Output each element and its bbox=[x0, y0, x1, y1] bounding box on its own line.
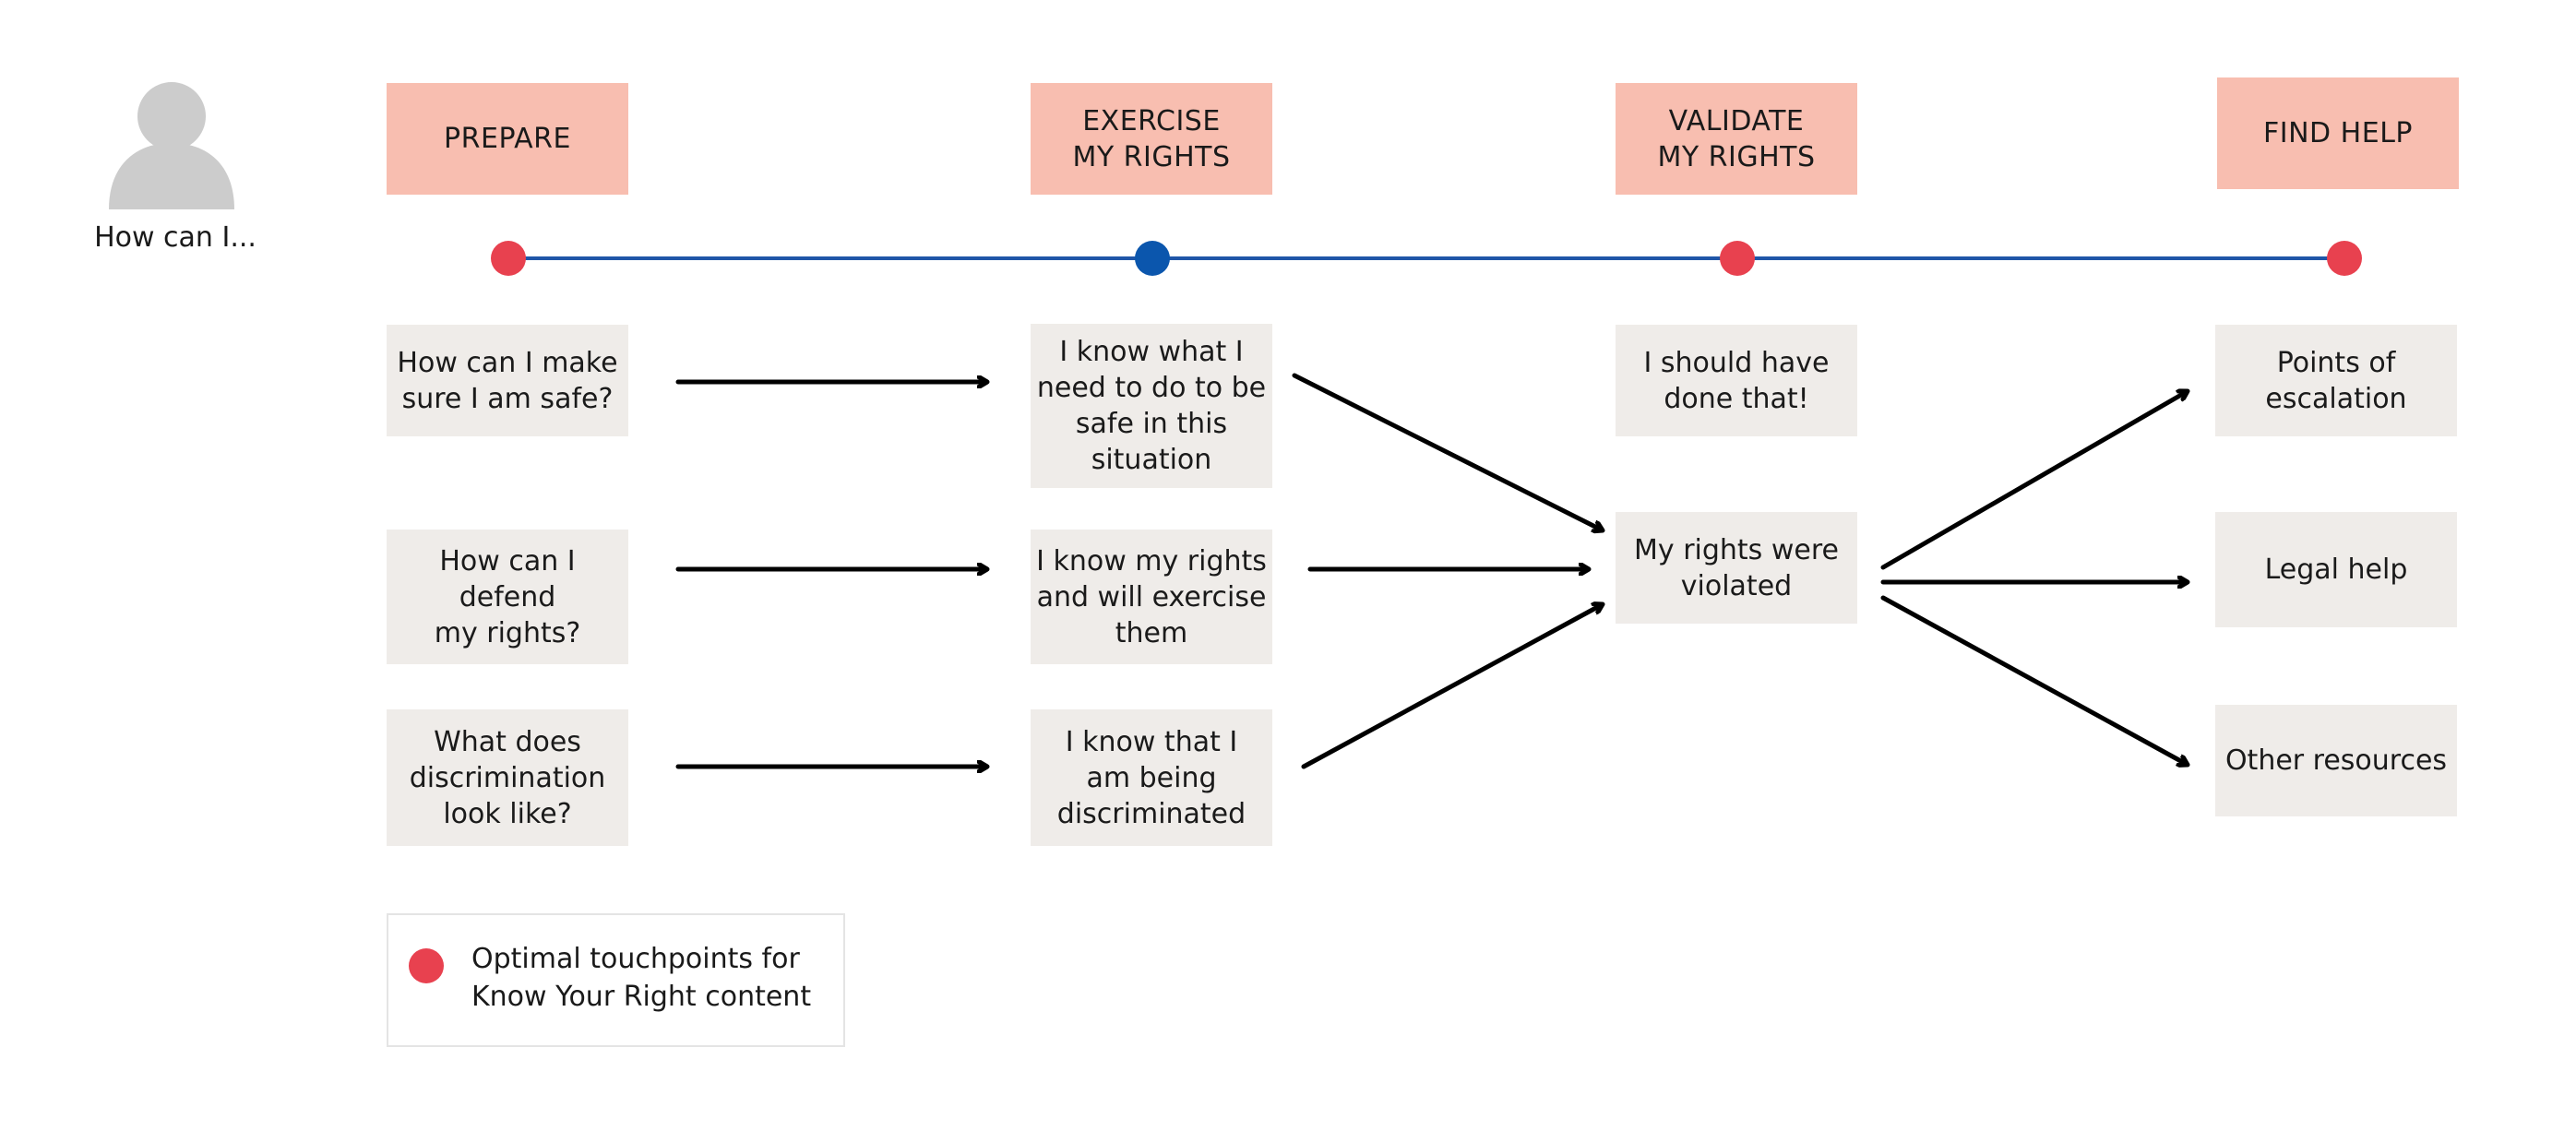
step-help-legal-label: Legal help bbox=[2264, 554, 2408, 586]
stage-prepare: PREPARE bbox=[387, 83, 628, 195]
arrow-exercise-0-to-validate-1 bbox=[1292, 373, 1605, 530]
step-help-other-resources-label: Other resources bbox=[2224, 744, 2448, 777]
step-exercise-discriminated-label: I know that I am being discriminated bbox=[1056, 725, 1246, 830]
step-exercise-rights-label: I know my rights and will exercise them bbox=[1036, 544, 1267, 649]
step-prepare-safe: How can I make sure I am safe? bbox=[387, 325, 628, 436]
persona-label: How can I... bbox=[94, 221, 256, 254]
step-exercise-rights: I know my rights and will exercise them bbox=[1031, 530, 1272, 664]
step-prepare-discrimination: What does discrimination look like? bbox=[387, 709, 628, 846]
step-help-legal: Legal help bbox=[2215, 512, 2457, 627]
step-help-escalation-label: Points of escalation bbox=[2265, 346, 2407, 415]
persona-body bbox=[109, 143, 234, 209]
step-help-other-resources: Other resources bbox=[2215, 705, 2457, 816]
persona-icon bbox=[109, 82, 234, 209]
touchpoint-exercise bbox=[1135, 241, 1170, 276]
legend-touchpoint-dot bbox=[409, 948, 444, 983]
stage-prepare-label: PREPARE bbox=[444, 123, 571, 155]
step-validate-violated-label: My rights were violated bbox=[1634, 533, 1839, 602]
arrow-validate-1-to-find_help-0 bbox=[1880, 391, 2190, 570]
step-validate-should-have-label: I should have done that! bbox=[1643, 346, 1830, 415]
step-exercise-safe: I know what I need to do to be safe in t… bbox=[1031, 324, 1272, 488]
arrow-exercise-2-to-validate-1 bbox=[1301, 604, 1605, 769]
step-prepare-defend-label: How can I defend my rights? bbox=[434, 544, 581, 649]
step-prepare-discrimination-label: What does discrimination look like? bbox=[409, 725, 606, 830]
touchpoint-validate bbox=[1720, 241, 1755, 276]
stage-find-help-label: FIND HELP bbox=[2263, 117, 2413, 149]
legend: Optimal touchpoints for Know Your Right … bbox=[387, 913, 845, 1047]
stage-exercise-label: EXERCISE MY RIGHTS bbox=[1072, 104, 1231, 173]
step-exercise-discriminated: I know that I am being discriminated bbox=[1031, 709, 1272, 846]
stage-find-help: FIND HELP bbox=[2217, 77, 2459, 189]
step-prepare-safe-label: How can I make sure I am safe? bbox=[397, 346, 618, 415]
step-validate-violated: My rights were violated bbox=[1616, 512, 1857, 624]
step-exercise-safe-label: I know what I need to do to be safe in t… bbox=[1036, 336, 1267, 476]
step-help-escalation: Points of escalation bbox=[2215, 325, 2457, 436]
stage-exercise-my-rights: EXERCISE MY RIGHTS bbox=[1031, 83, 1272, 195]
arrow-validate-1-to-find_help-2 bbox=[1880, 595, 2190, 765]
persona-head bbox=[137, 82, 206, 150]
stage-validate-label: VALIDATE MY RIGHTS bbox=[1657, 104, 1816, 173]
flow-arrows bbox=[675, 373, 2190, 769]
touchpoints bbox=[491, 241, 2362, 276]
step-prepare-defend: How can I defend my rights? bbox=[387, 530, 628, 664]
step-validate-should-have: I should have done that! bbox=[1616, 325, 1857, 436]
touchpoint-find-help bbox=[2327, 241, 2362, 276]
stage-validate-my-rights: VALIDATE MY RIGHTS bbox=[1616, 83, 1857, 195]
legend-label: Optimal touchpoints for Know Your Right … bbox=[471, 943, 812, 1013]
touchpoint-prepare bbox=[491, 241, 526, 276]
